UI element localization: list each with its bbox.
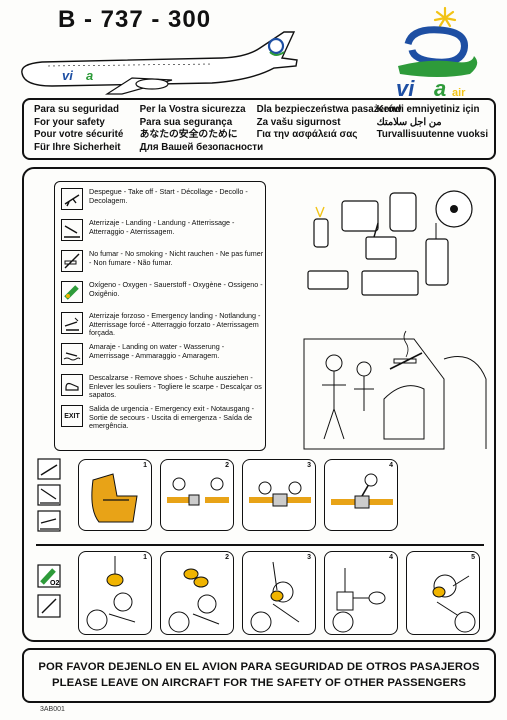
seatbelt-step-2: 2 [160, 459, 234, 531]
phrase-column-4: Kendi emniyetiniz için من اجل سلامتك Tur… [377, 104, 494, 158]
landing-icon [61, 219, 83, 241]
legend-text: Oxígeno - Oxygen - Sauerstoff - Oxygène … [89, 280, 263, 298]
phrase: Za vašu sigurnost [256, 116, 341, 128]
oxygen-step-5: 5 [406, 551, 480, 635]
step-number: 1 [143, 554, 147, 561]
fuselage-vi-text: vi [62, 68, 73, 83]
safety-phrases-box: Para su seguridad For your safety Pour v… [22, 98, 496, 160]
phrase: Для Вашей безопасности [139, 141, 264, 153]
oxygen-step-3: 3 [242, 551, 316, 635]
phrase: من اجل سلامتك [376, 116, 442, 128]
card-code: 3AB001 [40, 706, 65, 713]
rc-joystick-icon [365, 236, 397, 260]
symbol-legend: Despegue - Take off - Start - Décollage … [54, 181, 266, 451]
step-number: 1 [143, 462, 147, 469]
step-number: 3 [307, 554, 311, 561]
phrase: Pour votre sécurité [34, 129, 124, 141]
oxygen-step-4: 4 [324, 551, 398, 635]
seatbelt-side-icons [36, 457, 64, 537]
game-console-icon [341, 200, 379, 232]
legend-row-no-smoking: No fumar - No smoking - Nicht rauchen - … [61, 249, 265, 281]
legend-text: No fumar - No smoking - Nicht rauchen - … [89, 249, 264, 267]
legend-row-oxygen: Oxígeno - Oxygen - Sauerstoff - Oxygène … [61, 280, 265, 312]
legend-text: Aterrizaje forzoso - Emergency landing -… [89, 311, 261, 338]
prohibited-electronic-devices [307, 190, 473, 296]
phrase: Für Ihre Sicherheit [34, 141, 121, 153]
no-smoking-icon [61, 250, 83, 272]
seatbelt-step-1: 1 [78, 459, 152, 531]
oxygen-step-1: 1 [78, 551, 152, 635]
tape-recorder-icon [361, 270, 419, 296]
seatbelt-step-4: 4 [324, 459, 398, 531]
phrase: Para su seguridad [34, 104, 119, 115]
section-divider [36, 544, 484, 546]
step-number: 4 [389, 554, 393, 561]
takeoff-icon [61, 188, 83, 210]
step-number: 2 [225, 554, 229, 561]
phrase: Para sua segurança [139, 116, 233, 128]
legend-row-emergency-landing: Aterrizaje forzoso - Emergency landing -… [61, 311, 265, 343]
legend-row-remove-shoes: Descalzarse - Remove shoes - Schuhe ausz… [61, 373, 265, 405]
oxygen-mask-instructions: O2 1 2 3 4 5 [36, 549, 486, 639]
airplane-illustration: vi a [21, 31, 298, 95]
legend-text: Amaraje - Landing on water - Wasserung -… [89, 342, 225, 360]
phrase: Turvallisuutenne vuoksi [376, 129, 489, 141]
legend-row-water-landing: Amaraje - Landing on water - Wasserung -… [61, 342, 265, 374]
camcorder-icon [307, 270, 349, 290]
via-air-logo: vi a air [396, 6, 478, 100]
logo-air-text: air [452, 87, 466, 99]
legend-row-takeoff: Despegue - Take off - Start - Décollage … [61, 187, 265, 219]
legend-text: Despegue - Take off - Start - Décollage … [89, 187, 248, 205]
remove-shoes-icon [61, 374, 83, 396]
oxygen-label: O2 [50, 580, 59, 587]
oxygen-icon [61, 281, 83, 303]
safety-instructions-panel: Despegue - Take off - Start - Décollage … [22, 167, 496, 642]
cabin-scene-illustration [303, 330, 487, 450]
phrase: For your safety [34, 116, 105, 128]
exit-icon: EXIT [61, 405, 83, 427]
oxygen-side-icons: O2 [36, 563, 64, 623]
phrase-column-3: Dla bezpieczeństwa pasażerów Za vašu sig… [256, 104, 402, 158]
phrase: あなたの安全のために [139, 129, 238, 141]
radio-icon [425, 238, 449, 286]
emergency-landing-icon [61, 312, 83, 334]
water-landing-icon [61, 343, 83, 365]
logo-vi-text: vi [396, 76, 415, 100]
step-number: 3 [307, 462, 311, 469]
phrase: Kendi emniyetiniz için [376, 104, 480, 115]
step-number: 2 [225, 462, 229, 469]
fuselage-a-text: a [86, 68, 93, 83]
phrase-column-1: Para su seguridad For your safety Pour v… [34, 104, 140, 158]
page-title: B - 737 - 300 [58, 6, 212, 33]
phrase: Per la Vostra sicurezza [139, 104, 246, 115]
step-number: 4 [389, 462, 393, 469]
phrase-column-2: Per la Vostra sicurezza Para sua seguran… [139, 104, 264, 158]
logo-a-text: a [434, 76, 446, 100]
legend-text: Aterrizaje - Landing - Landung - Atterri… [89, 218, 235, 236]
step-number: 5 [471, 554, 475, 561]
seatbelt-instructions: 1 2 3 4 [36, 457, 486, 537]
leave-on-aircraft-notice: POR FAVOR DEJENLO EN EL AVION PARA SEGUR… [22, 648, 496, 703]
notice-english: PLEASE LEAVE ON AIRCRAFT FOR THE SAFETY … [51, 677, 467, 689]
legend-row-exit: EXIT Salida de urgencia - Emergency exit… [61, 404, 265, 436]
phrase: Για την ασφάλειά σας [256, 129, 358, 141]
takeoff-icon [37, 458, 61, 480]
remote-control-icon [389, 192, 417, 232]
seatbelt-step-3: 3 [242, 459, 316, 531]
legend-row-landing: Aterrizaje - Landing - Landung - Atterri… [61, 218, 265, 250]
notice-spanish: POR FAVOR DEJENLO EN EL AVION PARA SEGUR… [38, 661, 480, 673]
oxygen-step-2: 2 [160, 551, 234, 635]
legend-text: Descalzarse - Remove shoes - Schuhe ausz… [89, 373, 262, 400]
phrase: Dla bezpieczeństwa pasażerów [256, 104, 402, 115]
mobile-phone-icon [313, 218, 329, 248]
legend-text: Salida de urgencia - Emergency exit - No… [89, 404, 255, 431]
